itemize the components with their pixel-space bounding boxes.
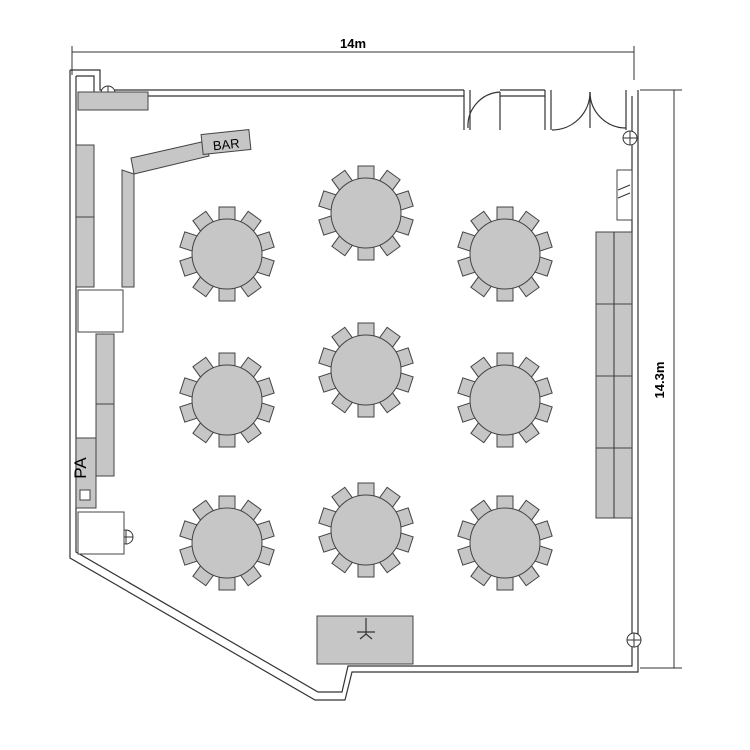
pa-box <box>79 489 91 501</box>
table-2 <box>318 165 414 261</box>
round-table <box>191 218 263 290</box>
wall-marker <box>616 169 633 221</box>
counter-top-left <box>77 91 149 111</box>
round-table <box>330 334 402 406</box>
round-table <box>469 218 541 290</box>
pa-station: PA <box>71 437 125 555</box>
microphone-icon <box>357 618 375 640</box>
stage <box>316 615 414 665</box>
bar-counter: BAR <box>121 128 252 288</box>
entrance-doors <box>467 91 627 131</box>
pa-label: PA <box>71 457 90 479</box>
round-table <box>469 364 541 436</box>
round-table <box>191 364 263 436</box>
table-1 <box>179 206 275 302</box>
seating-area <box>179 165 553 591</box>
depth-dimension: 14.3m <box>640 89 682 669</box>
outlet-icon <box>622 130 638 146</box>
outlet-icon <box>626 632 642 648</box>
width-label: 14m <box>340 36 366 51</box>
left-storage <box>75 144 124 477</box>
round-table <box>469 507 541 579</box>
table-9 <box>457 495 553 591</box>
table-4 <box>179 352 275 448</box>
table-7 <box>179 495 275 591</box>
right-benches <box>595 231 633 519</box>
depth-label: 14.3m <box>652 362 667 399</box>
table-8 <box>318 482 414 578</box>
round-table <box>330 177 402 249</box>
table-6 <box>457 352 553 448</box>
bar-label: BAR <box>212 136 240 154</box>
round-table <box>330 494 402 566</box>
room-walls <box>69 69 639 701</box>
table-5 <box>318 322 414 418</box>
table-3 <box>457 206 553 302</box>
width-dimension: 14m <box>71 36 635 80</box>
round-table <box>191 507 263 579</box>
